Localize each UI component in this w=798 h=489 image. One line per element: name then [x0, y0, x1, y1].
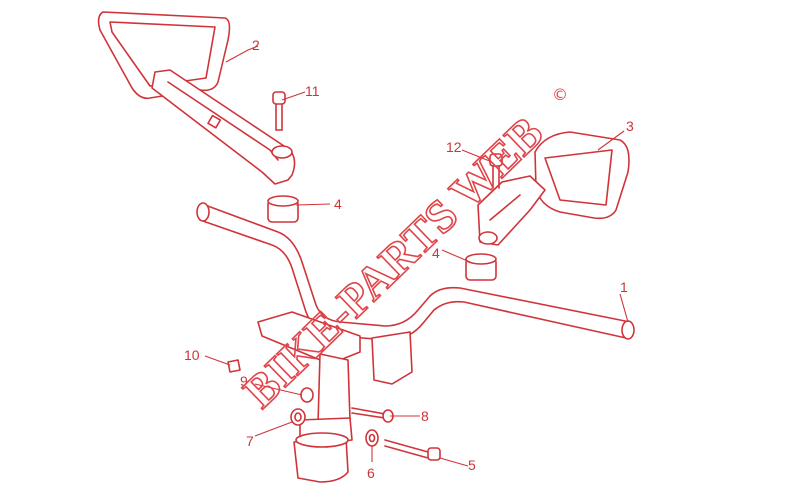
callout-12: 12 — [446, 139, 462, 155]
callout-3: 3 — [626, 118, 634, 134]
callout-6: 6 — [367, 465, 375, 481]
callout-1: 1 — [620, 279, 628, 295]
leader-lines — [204, 45, 629, 467]
clamp-assembly — [257, 311, 413, 483]
bolt-11 — [272, 91, 286, 131]
callout-10: 10 — [184, 347, 200, 363]
adapter-left — [267, 195, 299, 223]
right-mirror — [477, 131, 630, 246]
watermark-copyright-symbol: © — [552, 85, 568, 104]
bolt-12 — [489, 153, 503, 189]
callout-2: 2 — [252, 37, 260, 53]
callout-8: 8 — [421, 408, 429, 424]
callout-5: 5 — [468, 457, 476, 473]
callout-labels: 1 2 3 4 4 5 6 7 8 9 10 11 12 — [184, 37, 634, 481]
adapter-right — [465, 253, 497, 281]
callout-7: 7 — [246, 433, 254, 449]
callout-4-upper: 4 — [334, 196, 342, 212]
callout-11: 11 — [305, 83, 320, 99]
callout-4-lower: 4 — [432, 245, 440, 261]
handlebar — [196, 202, 635, 341]
hardware — [227, 359, 441, 461]
left-mirror — [97, 11, 296, 185]
callout-9: 9 — [240, 373, 248, 389]
